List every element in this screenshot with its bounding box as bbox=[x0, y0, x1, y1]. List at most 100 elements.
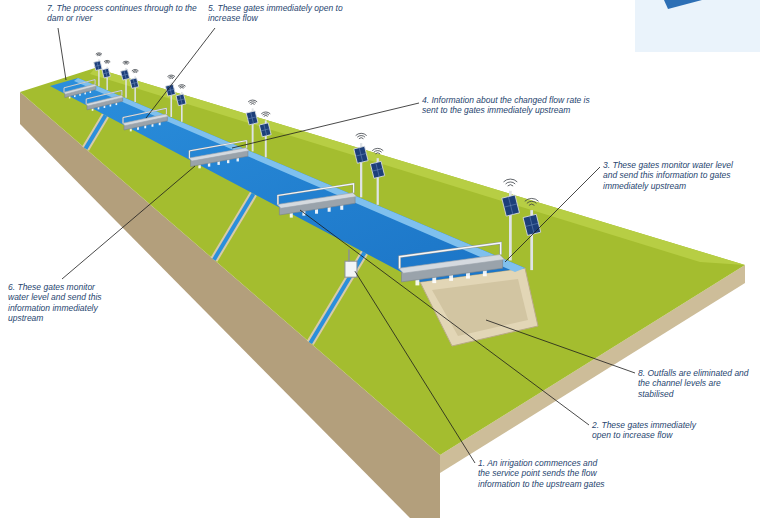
solar-panel bbox=[246, 111, 258, 125]
wifi-signal bbox=[375, 152, 380, 154]
wifi-signal bbox=[249, 102, 255, 103]
gate-railing bbox=[64, 80, 95, 93]
callout-label: 1. An irrigation commences and the servi… bbox=[478, 458, 608, 489]
wifi-signal bbox=[168, 77, 173, 78]
gate-pit-floor bbox=[432, 279, 528, 336]
solar-panel-grid bbox=[261, 129, 270, 131]
wifi-signal bbox=[106, 62, 109, 64]
gate bbox=[123, 75, 186, 131]
gate-railing bbox=[400, 243, 501, 268]
wifi-signal bbox=[132, 70, 139, 71]
solar-panel-face bbox=[176, 94, 186, 106]
callout-label: 7. The process continues through to the … bbox=[47, 3, 197, 24]
solar-panel-grid bbox=[248, 117, 257, 119]
callout-label: 2. These gates immediately open to incre… bbox=[592, 420, 712, 441]
solar-panel-grid bbox=[525, 223, 538, 226]
solar-panel-face bbox=[354, 146, 368, 163]
solar-panel-face bbox=[130, 78, 139, 88]
leader-line bbox=[300, 210, 589, 425]
ditch-water bbox=[310, 253, 364, 343]
solar-panel-grid bbox=[122, 74, 129, 76]
solar-panel bbox=[102, 68, 110, 78]
wifi-signal bbox=[97, 55, 100, 57]
gate-railing bbox=[123, 108, 166, 123]
leader-line bbox=[146, 28, 215, 118]
service-point-gate bbox=[345, 261, 357, 277]
gate-top bbox=[64, 84, 97, 94]
wifi-signal bbox=[97, 54, 102, 56]
wifi-signal bbox=[529, 204, 535, 205]
solar-panel-grid bbox=[356, 153, 367, 156]
wifi-signal bbox=[508, 185, 514, 186]
gate bbox=[399, 179, 541, 285]
solar-panel-grid bbox=[95, 65, 101, 67]
wifi-signal bbox=[167, 75, 175, 77]
solar-panel bbox=[121, 70, 130, 80]
solar-panel bbox=[94, 61, 102, 71]
wifi-signal bbox=[133, 71, 138, 72]
gate-railing bbox=[189, 141, 246, 159]
gate bbox=[86, 61, 139, 111]
ditch-water bbox=[214, 194, 254, 260]
solar-panel-grid bbox=[103, 72, 109, 74]
leader-line bbox=[355, 271, 475, 463]
solar-panel-face bbox=[94, 61, 102, 71]
gate bbox=[64, 53, 111, 99]
gate-top bbox=[399, 255, 505, 274]
wifi-signal bbox=[248, 100, 257, 102]
gate-railing bbox=[64, 80, 95, 93]
solar-panel bbox=[354, 146, 368, 163]
wifi-signal bbox=[525, 198, 539, 201]
callout-label: 6. These gates monitor water level and s… bbox=[8, 282, 118, 323]
wifi-signal bbox=[527, 201, 537, 203]
leader-lines bbox=[58, 28, 635, 463]
solar-panel-grid bbox=[177, 99, 185, 101]
solar-panel bbox=[523, 214, 541, 235]
gate-top bbox=[86, 95, 124, 106]
wifi-signal bbox=[504, 179, 518, 182]
gate-railing bbox=[86, 90, 122, 104]
solar-panel-face bbox=[246, 111, 258, 125]
ground-top bbox=[20, 68, 745, 455]
solar-panel-face bbox=[370, 161, 384, 178]
wifi-signal bbox=[170, 77, 173, 79]
solar-panel bbox=[259, 123, 271, 137]
solar-panel-face bbox=[502, 195, 520, 216]
gate-railing bbox=[189, 141, 246, 159]
solar-panel bbox=[370, 161, 384, 178]
wifi-signal bbox=[356, 133, 367, 135]
wifi-signal bbox=[96, 53, 102, 54]
wifi-signal bbox=[178, 85, 186, 87]
callout-label: 3. These gates monitor water level and s… bbox=[603, 160, 733, 191]
wifi-signal bbox=[263, 114, 269, 115]
wifi-signal bbox=[134, 72, 137, 74]
gate-pit bbox=[420, 268, 538, 346]
wifi-signal bbox=[123, 61, 130, 62]
gate-railing bbox=[123, 108, 166, 123]
wifi-signal bbox=[104, 60, 110, 61]
gate-top bbox=[277, 193, 357, 209]
wifi-signal bbox=[372, 148, 383, 150]
callout-label: 4. Information about the changed flow ra… bbox=[422, 95, 592, 116]
service-point-post bbox=[348, 249, 350, 261]
ditch-bank bbox=[86, 115, 106, 148]
solar-panel-grid bbox=[372, 169, 383, 172]
callout-label: 5. These gates immediately open to incre… bbox=[208, 3, 348, 24]
wifi-signal bbox=[124, 63, 127, 65]
solar-panel-face bbox=[259, 123, 271, 137]
solar-panel bbox=[130, 78, 139, 88]
wifi-signal bbox=[506, 182, 516, 184]
ditch-bank bbox=[310, 253, 364, 343]
gate bbox=[277, 133, 385, 217]
ditch-water bbox=[86, 115, 106, 148]
gate-railing bbox=[86, 90, 122, 104]
wifi-signal bbox=[180, 87, 183, 89]
wifi-signal bbox=[264, 115, 268, 117]
wifi-signal bbox=[357, 136, 365, 138]
gates bbox=[64, 53, 541, 286]
wifi-signal bbox=[105, 61, 110, 63]
wifi-signal bbox=[179, 86, 184, 87]
gate bbox=[189, 100, 271, 168]
solar-panel bbox=[176, 94, 186, 106]
